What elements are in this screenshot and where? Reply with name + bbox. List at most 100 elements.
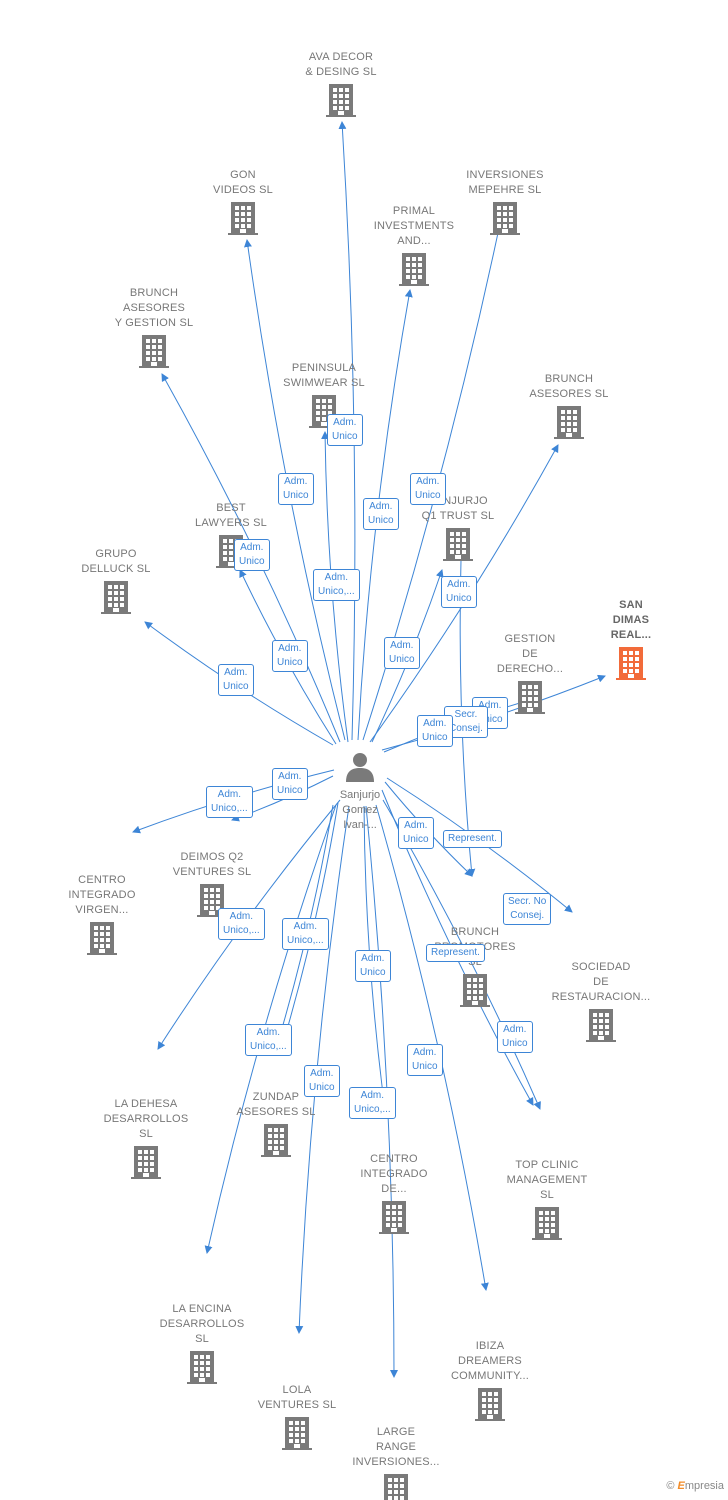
building-icon[interactable] xyxy=(460,679,600,715)
role-badge: Adm. Unico,... xyxy=(218,908,265,940)
company-label[interactable]: IBIZA DREAMERS COMMUNITY... xyxy=(451,1340,529,1382)
role-badge: Adm. Unico xyxy=(363,498,399,530)
company-node[interactable]: IBIZA DREAMERS COMMUNITY... xyxy=(420,1339,560,1422)
building-icon[interactable] xyxy=(405,972,545,1008)
company-node[interactable]: CENTRO INTEGRADO VIRGEN... xyxy=(32,873,172,956)
company-node[interactable]: LOLA VENTURES SL xyxy=(227,1383,367,1451)
company-node[interactable]: BRUNCH PROMOTORES SL xyxy=(405,925,545,1008)
company-label[interactable]: PRIMAL INVESTMENTS AND... xyxy=(373,205,455,247)
building-icon[interactable] xyxy=(477,1205,617,1241)
company-node[interactable]: INVERSIONES MEPEHRE SL xyxy=(435,168,575,236)
company-node[interactable]: BRUNCH ASESORES Y GESTION SL xyxy=(84,286,224,369)
role-badge: Adm. Unico xyxy=(278,473,314,505)
building-icon[interactable] xyxy=(254,393,394,429)
building-icon[interactable] xyxy=(561,645,701,681)
company-label[interactable]: PENINSULA SWIMWEAR SL xyxy=(283,362,365,389)
role-badge: Adm. Unico,... xyxy=(313,569,360,601)
company-label[interactable]: SANJURJO Q1 TRUST SL xyxy=(421,495,495,522)
role-badge: Adm. Unico xyxy=(497,1021,533,1053)
company-label[interactable]: INVERSIONES MEPEHRE SL xyxy=(466,169,544,196)
company-node[interactable]: AVA DECOR & DESING SL xyxy=(271,50,411,118)
company-label[interactable]: BEST LAWYERS SL xyxy=(195,502,267,529)
company-node[interactable]: GESTION DE DERECHO... xyxy=(460,632,600,715)
company-label[interactable]: LA ENCINA DESARROLLOS SL xyxy=(159,1303,245,1345)
role-badge: Adm. Unico,... xyxy=(245,1024,292,1056)
company-node[interactable]: LA ENCINA DESARROLLOS SL xyxy=(132,1302,272,1385)
role-badge: Adm. Unico xyxy=(218,664,254,696)
brand-initial: E xyxy=(677,1480,685,1492)
building-icon[interactable] xyxy=(344,251,484,287)
company-label[interactable]: TOP CLINIC MANAGEMENT SL xyxy=(506,1159,588,1201)
company-label[interactable]: LARGE RANGE INVERSIONES... xyxy=(352,1426,440,1468)
role-badge: Adm. Unico xyxy=(234,539,270,571)
role-badge: Represent. xyxy=(426,944,485,962)
role-badge: Adm. Unico xyxy=(327,414,363,446)
building-icon[interactable] xyxy=(132,1349,272,1385)
building-icon[interactable] xyxy=(324,1199,464,1235)
role-badge: Adm. Unico xyxy=(304,1065,340,1097)
building-icon[interactable] xyxy=(46,579,186,615)
company-label[interactable]: GRUPO DELLUCK SL xyxy=(81,548,151,575)
role-badge: Adm. Unico xyxy=(272,640,308,672)
building-icon[interactable] xyxy=(388,526,528,562)
company-label[interactable]: BRUNCH ASESORES Y GESTION SL xyxy=(114,287,194,329)
building-icon[interactable] xyxy=(435,200,575,236)
role-badge: Adm. Unico xyxy=(355,950,391,982)
company-node[interactable]: SOCIEDAD DE RESTAURACION... xyxy=(531,960,671,1043)
company-label[interactable]: DEIMOS Q2 VENTURES SL xyxy=(172,851,252,878)
role-badge: Adm. Unico,... xyxy=(282,918,329,950)
role-badge: Adm. Unico xyxy=(398,817,434,849)
building-icon[interactable] xyxy=(76,1144,216,1180)
center-person-label[interactable]: Sanjurjo Gomez Ivan-... xyxy=(339,789,381,831)
role-badge: Adm. Unico xyxy=(272,768,308,800)
company-node[interactable]: DEIMOS Q2 VENTURES SL xyxy=(142,850,282,918)
company-node[interactable]: PRIMAL INVESTMENTS AND... xyxy=(344,204,484,287)
company-label[interactable]: BRUNCH ASESORES SL xyxy=(529,373,609,400)
brand-logo: © Empresia xyxy=(666,1480,724,1492)
building-icon[interactable] xyxy=(326,1472,466,1500)
building-icon[interactable] xyxy=(531,1007,671,1043)
company-node[interactable]: SAN DIMAS REAL... xyxy=(561,598,701,681)
role-badge: Adm. Unico xyxy=(417,715,453,747)
building-icon[interactable] xyxy=(173,200,313,236)
building-icon[interactable] xyxy=(206,1122,346,1158)
company-label[interactable]: ZUNDAP ASESORES SL xyxy=(236,1091,316,1118)
copyright-symbol: © xyxy=(666,1480,675,1492)
role-badge: Represent. xyxy=(443,830,502,848)
company-node[interactable]: SANJURJO Q1 TRUST SL xyxy=(388,494,528,562)
role-badge: Adm. Unico xyxy=(441,576,477,608)
building-icon[interactable] xyxy=(227,1415,367,1451)
brand-name: mpresia xyxy=(684,1480,724,1492)
company-label[interactable]: LA DEHESA DESARROLLOS SL xyxy=(103,1098,189,1140)
company-node[interactable]: LA DEHESA DESARROLLOS SL xyxy=(76,1097,216,1180)
company-label[interactable]: CENTRO INTEGRADO DE... xyxy=(360,1153,428,1195)
role-badge: Adm. Unico,... xyxy=(349,1087,396,1119)
building-icon[interactable] xyxy=(32,920,172,956)
company-node[interactable]: ZUNDAP ASESORES SL xyxy=(206,1090,346,1158)
company-node[interactable]: CENTRO INTEGRADO DE... xyxy=(324,1152,464,1235)
company-node[interactable]: TOP CLINIC MANAGEMENT SL xyxy=(477,1158,617,1241)
company-label[interactable]: GESTION DE DERECHO... xyxy=(496,633,564,675)
company-label[interactable]: CENTRO INTEGRADO VIRGEN... xyxy=(68,874,136,916)
role-badge: Adm. Unico xyxy=(407,1044,443,1076)
building-icon[interactable] xyxy=(499,404,639,440)
role-badge: Adm. Unico xyxy=(384,637,420,669)
person-icon[interactable] xyxy=(343,750,377,784)
company-label[interactable]: AVA DECOR & DESING SL xyxy=(305,51,377,78)
building-icon[interactable] xyxy=(420,1386,560,1422)
company-label[interactable]: SAN DIMAS REAL... xyxy=(610,599,652,641)
company-node[interactable]: LARGE RANGE INVERSIONES... xyxy=(326,1425,466,1500)
company-label[interactable]: LOLA VENTURES SL xyxy=(257,1384,337,1411)
company-label[interactable]: GON VIDEOS SL xyxy=(213,169,273,196)
company-label[interactable]: SOCIEDAD DE RESTAURACION... xyxy=(551,961,651,1003)
company-node[interactable]: BRUNCH ASESORES SL xyxy=(499,372,639,440)
company-node[interactable]: PENINSULA SWIMWEAR SL xyxy=(254,361,394,429)
role-badge: Adm. Unico,... xyxy=(206,786,253,818)
company-node[interactable]: GRUPO DELLUCK SL xyxy=(46,547,186,615)
company-node[interactable]: GON VIDEOS SL xyxy=(173,168,313,236)
building-icon[interactable] xyxy=(84,333,224,369)
role-badge: Secr. No Consej. xyxy=(503,893,552,925)
building-icon[interactable] xyxy=(271,82,411,118)
role-badge: Adm. Unico xyxy=(410,473,446,505)
